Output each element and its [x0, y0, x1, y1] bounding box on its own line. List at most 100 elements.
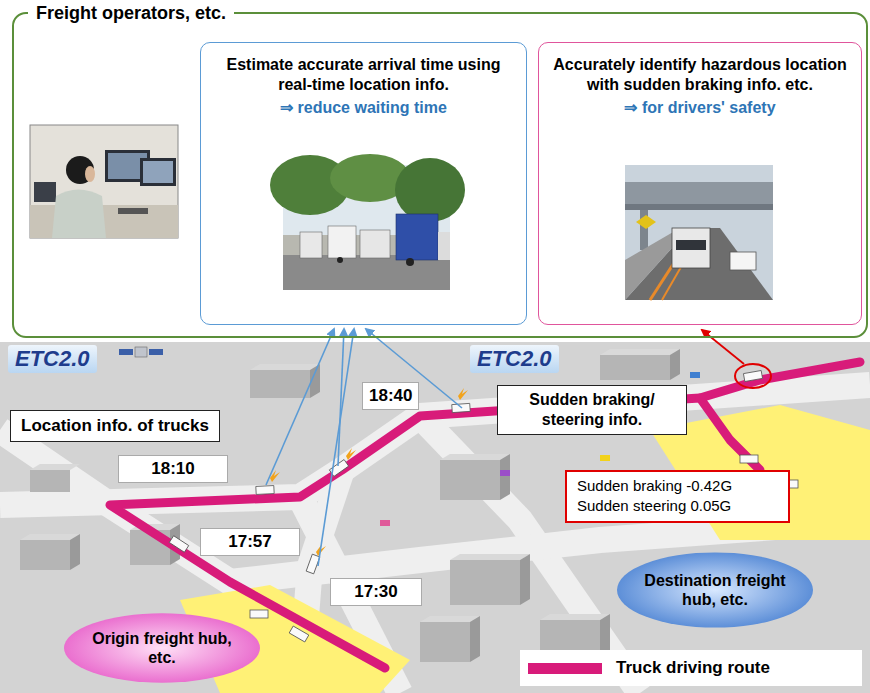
- legend: Truck driving route: [520, 650, 862, 686]
- expressway-photo: [636, 215, 656, 229]
- label-box: Sudden braking/ steering info.: [497, 385, 687, 435]
- truck: [256, 486, 274, 495]
- building: [440, 460, 500, 500]
- expressway-photo: [676, 240, 706, 250]
- node-text: Sudden braking/ steering info.: [506, 390, 678, 430]
- node-subtext: ⇒ reduce waiting time: [215, 98, 512, 118]
- time-label: 17:57: [200, 528, 300, 556]
- label-box: Location info. of trucks: [10, 410, 220, 442]
- car: [500, 470, 510, 476]
- building: [20, 540, 70, 570]
- operator-photo: [30, 125, 178, 238]
- node-subtext: ⇒ for drivers' safety: [553, 98, 847, 118]
- building: [30, 464, 80, 470]
- expressway-photo: [625, 228, 773, 300]
- building: [30, 470, 70, 492]
- satellite: [149, 349, 163, 355]
- building: [70, 534, 80, 570]
- truck-queue-photo: [406, 258, 414, 266]
- building: [440, 454, 510, 460]
- truck: [289, 626, 309, 642]
- building: [250, 370, 310, 398]
- info-box: Accurately identify hazardous location w…: [538, 42, 862, 325]
- truck: [743, 370, 762, 381]
- time-label: 18:10: [118, 455, 228, 483]
- operator-photo: [34, 182, 56, 202]
- hazard-circle: [735, 364, 771, 388]
- hub-outline: [617, 552, 813, 627]
- operator-photo: [118, 208, 148, 214]
- operator-photo: [85, 166, 95, 182]
- building: [450, 554, 530, 560]
- signal-mark: [458, 388, 468, 400]
- truck: [250, 610, 268, 618]
- expressway-photo: [625, 204, 773, 210]
- truck: [169, 370, 798, 641]
- car: [600, 455, 610, 461]
- operator-photo: [66, 156, 94, 184]
- expressway-photo: [625, 165, 773, 300]
- node-text: 18:10: [125, 459, 221, 479]
- node-text: Origin freight hub, etc.: [87, 629, 237, 667]
- hub-ellipse: Destination freight hub, etc.: [616, 552, 814, 628]
- operator-photo: [140, 158, 176, 186]
- hazard-arrow: [702, 330, 744, 364]
- truck-queue-photo: [360, 230, 390, 258]
- node-text: Location info. of trucks: [21, 416, 209, 436]
- operator-photo: [143, 161, 173, 183]
- expressway-photo: [672, 228, 710, 268]
- truck: [169, 536, 188, 553]
- data-arrow: [318, 329, 354, 566]
- expressway-photo: [625, 165, 773, 300]
- info-box: Estimate accurate arrival time using rea…: [200, 42, 527, 325]
- signal-mark: [346, 448, 356, 460]
- map-ground: [0, 342, 870, 693]
- hub-outline: [64, 613, 260, 682]
- legend-swatch: [528, 663, 602, 674]
- freight-yard: [180, 405, 870, 693]
- road: [0, 385, 870, 693]
- node-text: 17:30: [337, 582, 415, 602]
- data-arrow: [266, 329, 334, 485]
- building: [500, 454, 510, 500]
- node-text: Estimate accurate arrival time using rea…: [215, 55, 512, 95]
- node-text: Destination freight hub, etc.: [640, 571, 790, 609]
- hazard-circle: [735, 364, 771, 388]
- hazard-arrow: [702, 330, 744, 364]
- building: [470, 616, 480, 662]
- building: [600, 355, 670, 380]
- truck-queue-photo: [395, 158, 465, 222]
- legend-text: Truck driving route: [616, 658, 770, 678]
- building: [250, 364, 320, 370]
- truck: [740, 455, 758, 463]
- node-text: 18:40: [369, 386, 412, 406]
- hub-ellipse: Origin freight hub, etc.: [63, 613, 261, 683]
- node-text: Accurately identify hazardous location w…: [553, 55, 847, 95]
- building: [450, 560, 520, 605]
- operator-photo: [52, 190, 106, 239]
- logo-label: ETC2.0: [8, 345, 97, 373]
- satellite: [135, 347, 147, 357]
- truck-queue-photo: [396, 214, 438, 260]
- truck-queue-photo: [438, 232, 450, 260]
- building: [420, 616, 480, 622]
- hub-outline: [63, 613, 261, 683]
- map-ground: [0, 342, 870, 693]
- truck-queue-photo: [270, 154, 465, 290]
- building: [20, 534, 80, 540]
- expressway-photo: [625, 182, 773, 204]
- operator-panel: Freight operators, etc.Estimate accurate…: [12, 12, 868, 338]
- node-text: Freight operators, etc.: [28, 1, 234, 25]
- building: [540, 614, 610, 620]
- time-label: 18:40: [362, 382, 419, 410]
- truck-route: [700, 362, 860, 398]
- node-subtext: Sudden steering 0.05G: [577, 496, 778, 516]
- satellite: [119, 347, 163, 357]
- truck-queue-photo: [300, 232, 322, 258]
- node-text: 17:57: [207, 532, 293, 552]
- truck-queue-photo: [337, 257, 343, 263]
- hub-outline: [616, 552, 814, 628]
- operator-photo: [30, 125, 178, 238]
- truck-queue-photo: [328, 226, 356, 258]
- time-label: 17:30: [330, 578, 422, 606]
